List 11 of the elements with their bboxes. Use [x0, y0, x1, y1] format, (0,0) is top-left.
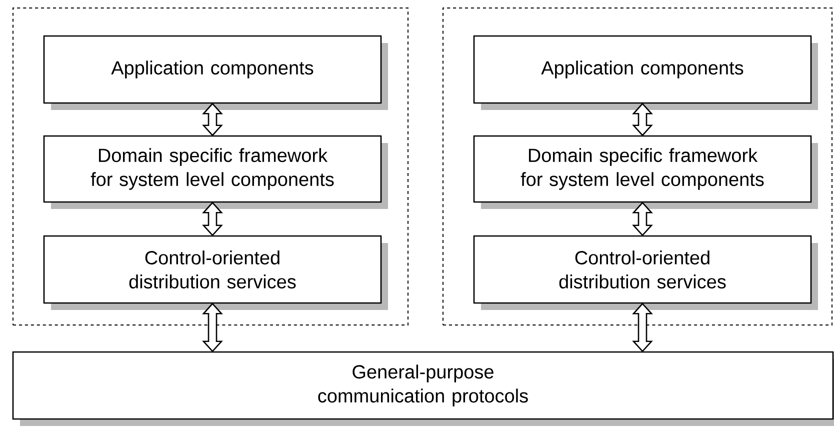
layer-box: Control-oriented distribution services	[473, 235, 818, 310]
layer-box: Domain specific framework for system level components	[473, 135, 818, 209]
group-frame	[12, 8, 408, 326]
group-frame	[442, 8, 832, 326]
layer-box: Domain specific framework for system level components	[43, 135, 388, 209]
double-arrow	[202, 202, 223, 236]
layer-box: Control-oriented distribution services	[43, 235, 388, 310]
layer-box: General-purpose communication protocols	[12, 351, 834, 426]
layer-box: Application components	[473, 35, 818, 110]
double-arrow	[632, 202, 653, 236]
layer-box: Application components	[43, 35, 388, 110]
